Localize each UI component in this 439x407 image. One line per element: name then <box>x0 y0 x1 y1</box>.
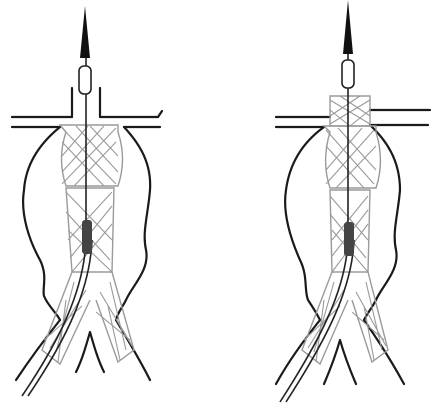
panel-right-proximal-extension <box>220 0 439 407</box>
guidewire-tip-left <box>80 6 90 58</box>
delivery-catheter-left <box>79 66 91 94</box>
delivery-catheter-right <box>342 60 354 88</box>
guidewire-tip-right <box>343 0 353 54</box>
marker-band-right <box>344 222 354 256</box>
panel-left-aneurysm-stent-graft <box>0 0 219 407</box>
marker-band-left <box>82 220 92 254</box>
